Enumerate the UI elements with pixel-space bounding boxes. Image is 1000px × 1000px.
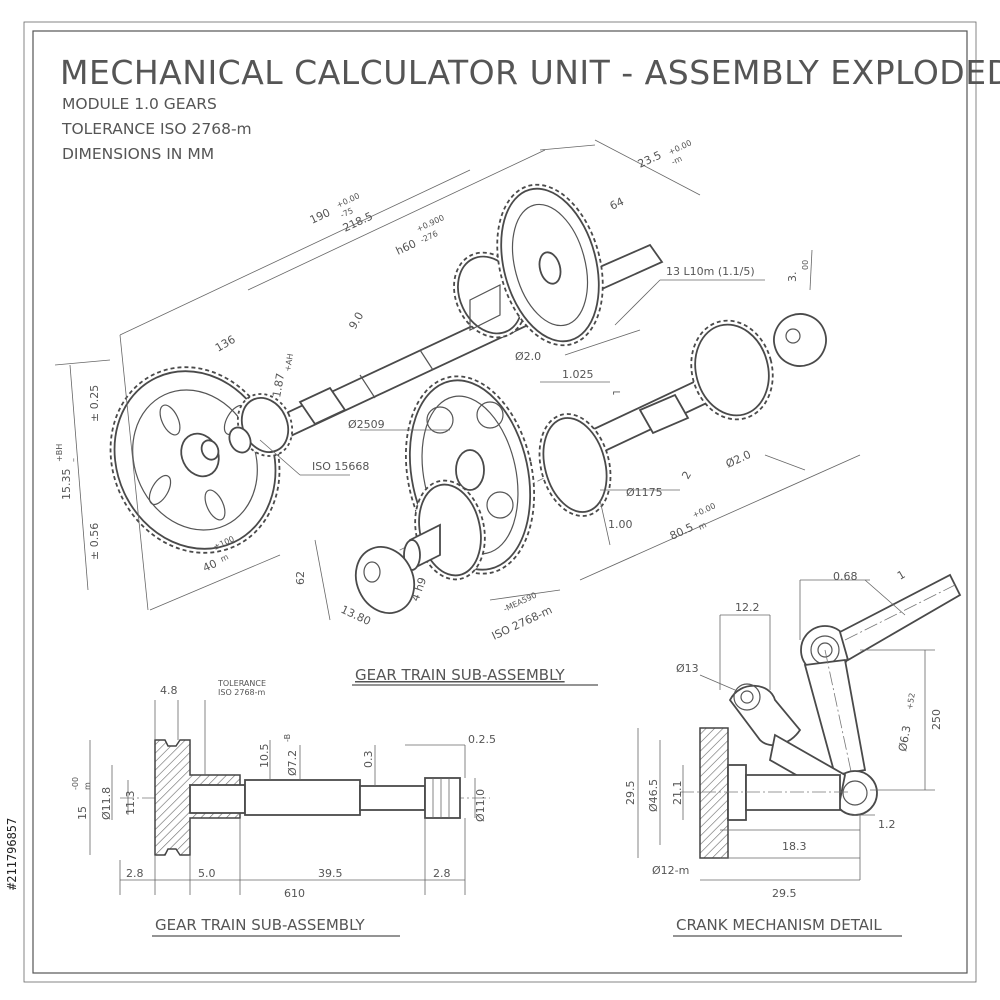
crank-dim-18-3: 18.3 xyxy=(782,840,807,853)
lower-front-gear xyxy=(403,479,486,581)
dim-1-00: 1.00 xyxy=(608,518,633,531)
sec-tol-note-2: ISO 2768-m xyxy=(218,688,266,697)
sec-dim-11-3: 11.3 xyxy=(124,791,137,816)
spacer-ring xyxy=(354,546,416,614)
sec-dim-610: 610 xyxy=(284,887,305,900)
dim-15-35: 15.35 xyxy=(60,469,73,501)
crank-dim-phi-13: Ø13 xyxy=(676,662,699,675)
dim-40: 40 xyxy=(201,557,219,575)
crank-dim-21-1: 21.1 xyxy=(671,781,684,806)
dim-80-5-sub: m xyxy=(697,520,708,532)
dim-0-25: ± 0.25 xyxy=(88,385,101,422)
drawing-frame xyxy=(23,21,977,983)
dim-23-5-tol2: -m xyxy=(670,154,684,167)
sec-tol-note-1: TOLERANCE xyxy=(217,679,266,688)
dim-1-87: 1.87 xyxy=(270,372,287,398)
dim-0-56: ± 0.56 xyxy=(88,523,101,560)
dim-3-tol: 00 xyxy=(801,260,810,270)
dim-15-35-sub: – xyxy=(69,458,78,462)
crank-dim-29-5-a: 29.5 xyxy=(624,781,637,806)
dim-13-l10m: 13 L10m (1.1/5) xyxy=(666,265,755,278)
sec-dim-phi-7-2: Ø7.2 xyxy=(286,750,299,776)
crank-dim-250: 250 xyxy=(930,709,943,730)
dim-phi-1175: Ø1175 xyxy=(626,486,663,499)
sec-dim-0-25: 0.2.5 xyxy=(468,733,496,746)
dim-23-5: 23.5 xyxy=(636,149,664,171)
sec-dim-39-5: 39.5 xyxy=(318,867,343,880)
dim-190: 190 xyxy=(308,206,333,227)
crank-dim-1: 1 xyxy=(895,568,908,583)
sec-dim-2-8-a: 2.8 xyxy=(126,867,144,880)
dim-flag: ⌐ xyxy=(612,386,621,399)
dim-iso-15668: ISO 15668 xyxy=(312,460,369,473)
dim-15-35-tol: +BH xyxy=(55,444,64,462)
dim-1-025: 1.025 xyxy=(562,368,594,381)
note-tolerance: TOLERANCE ISO 2768-m xyxy=(61,120,252,138)
left-large-gear xyxy=(109,366,281,554)
dim-phi-2-0-b: Ø2.0 xyxy=(724,448,753,471)
caption-crank: CRANK MECHANISM DETAIL xyxy=(676,916,882,934)
crank-dim-29-5-b: 29.5 xyxy=(772,887,797,900)
sec-dim-10-5: 10.5 xyxy=(258,744,271,769)
dim-40-sub: m xyxy=(219,552,230,564)
note-module: MODULE 1.0 GEARS xyxy=(62,95,217,113)
dim-2: 2 xyxy=(679,469,694,482)
dim-phi-2-0-a: Ø2.0 xyxy=(515,350,541,363)
dim-13-80: 13.80 xyxy=(339,603,373,628)
lower-mid-gear xyxy=(538,413,612,517)
dim-23-5-tol: +0.00 xyxy=(667,138,693,157)
sec-dim-2-8-b: 2.8 xyxy=(433,867,451,880)
sec-dim-0-3: 0.3 xyxy=(362,751,375,769)
caption-gear-train-section: GEAR TRAIN SUB-ASSEMBLY xyxy=(155,916,365,934)
image-id-watermark: #211796857 xyxy=(5,818,19,890)
crank-dimension-lines xyxy=(637,579,935,881)
crank-dim-phi-6-3: Ø6.3 xyxy=(896,725,913,753)
right-gear xyxy=(690,319,774,421)
sec-dim-phi-11-0: Ø11.0 xyxy=(474,789,487,822)
drawing-title: MECHANICAL CALCULATOR UNIT - ASSEMBLY EX… xyxy=(60,53,1000,92)
exploded-dimension-lines xyxy=(54,139,861,621)
dim-1-87-tol: +AH xyxy=(283,353,295,372)
dim-9-0: 9.0 xyxy=(346,310,366,332)
sec-dim-15-sub: m xyxy=(83,782,92,790)
upper-large-gear xyxy=(496,183,604,347)
left-pinion xyxy=(228,393,294,457)
sec-dim-phi-11-8: Ø11.8 xyxy=(100,787,113,820)
dim-80-5-tol: +0.00 xyxy=(691,501,717,520)
crank-dim-phi-6-3-tol: +52 xyxy=(905,692,917,710)
crank-dim-1-2: 1.2 xyxy=(878,818,896,831)
end-ring xyxy=(773,313,827,367)
dim-80-5: 80.5 xyxy=(668,521,696,543)
dim-136: 136 xyxy=(213,333,238,355)
crank-dim-12-2: 12.2 xyxy=(735,601,760,614)
note-dimensions: DIMENSIONS IN MM xyxy=(62,145,214,163)
crank-mechanism: 0.68 1 12.2 Ø13 Ø6.3 +52 250 29.5 Ø46.5 … xyxy=(624,568,962,900)
caption-gear-train-iso: GEAR TRAIN SUB-ASSEMBLY xyxy=(355,666,565,684)
sec-dim-4-8: 4.8 xyxy=(160,684,178,697)
dim-3: 3. xyxy=(786,272,799,283)
section-dimension-lines xyxy=(89,700,476,895)
sec-dim-phi-7-2-tol: -B xyxy=(283,734,292,742)
dim-phi-2509: Ø2509 xyxy=(348,418,385,431)
exploded-view: 190 +0.00 -75 218.5 h60 +0.900 -276 23.5… xyxy=(54,138,861,643)
dim-64: 64 xyxy=(608,195,626,213)
crank-dim-phi-46-5: Ø46.5 xyxy=(647,779,660,812)
crank-dim-0-68: 0.68 xyxy=(833,570,858,583)
sec-dim-5-0: 5.0 xyxy=(198,867,216,880)
section-view: 4.8 TOLERANCE ISO 2768-m 15 -00 m Ø11.8 … xyxy=(71,679,496,900)
dim-h60: h60 xyxy=(394,237,418,258)
crank-dim-phi-12-m: Ø12-m xyxy=(652,864,689,877)
dim-62: 62 xyxy=(294,571,307,585)
sec-dim-15: 15 xyxy=(76,806,89,820)
dim-iso-2768: ISO 2768-m xyxy=(490,603,554,642)
sec-dim-15-tol: -00 xyxy=(71,777,80,790)
